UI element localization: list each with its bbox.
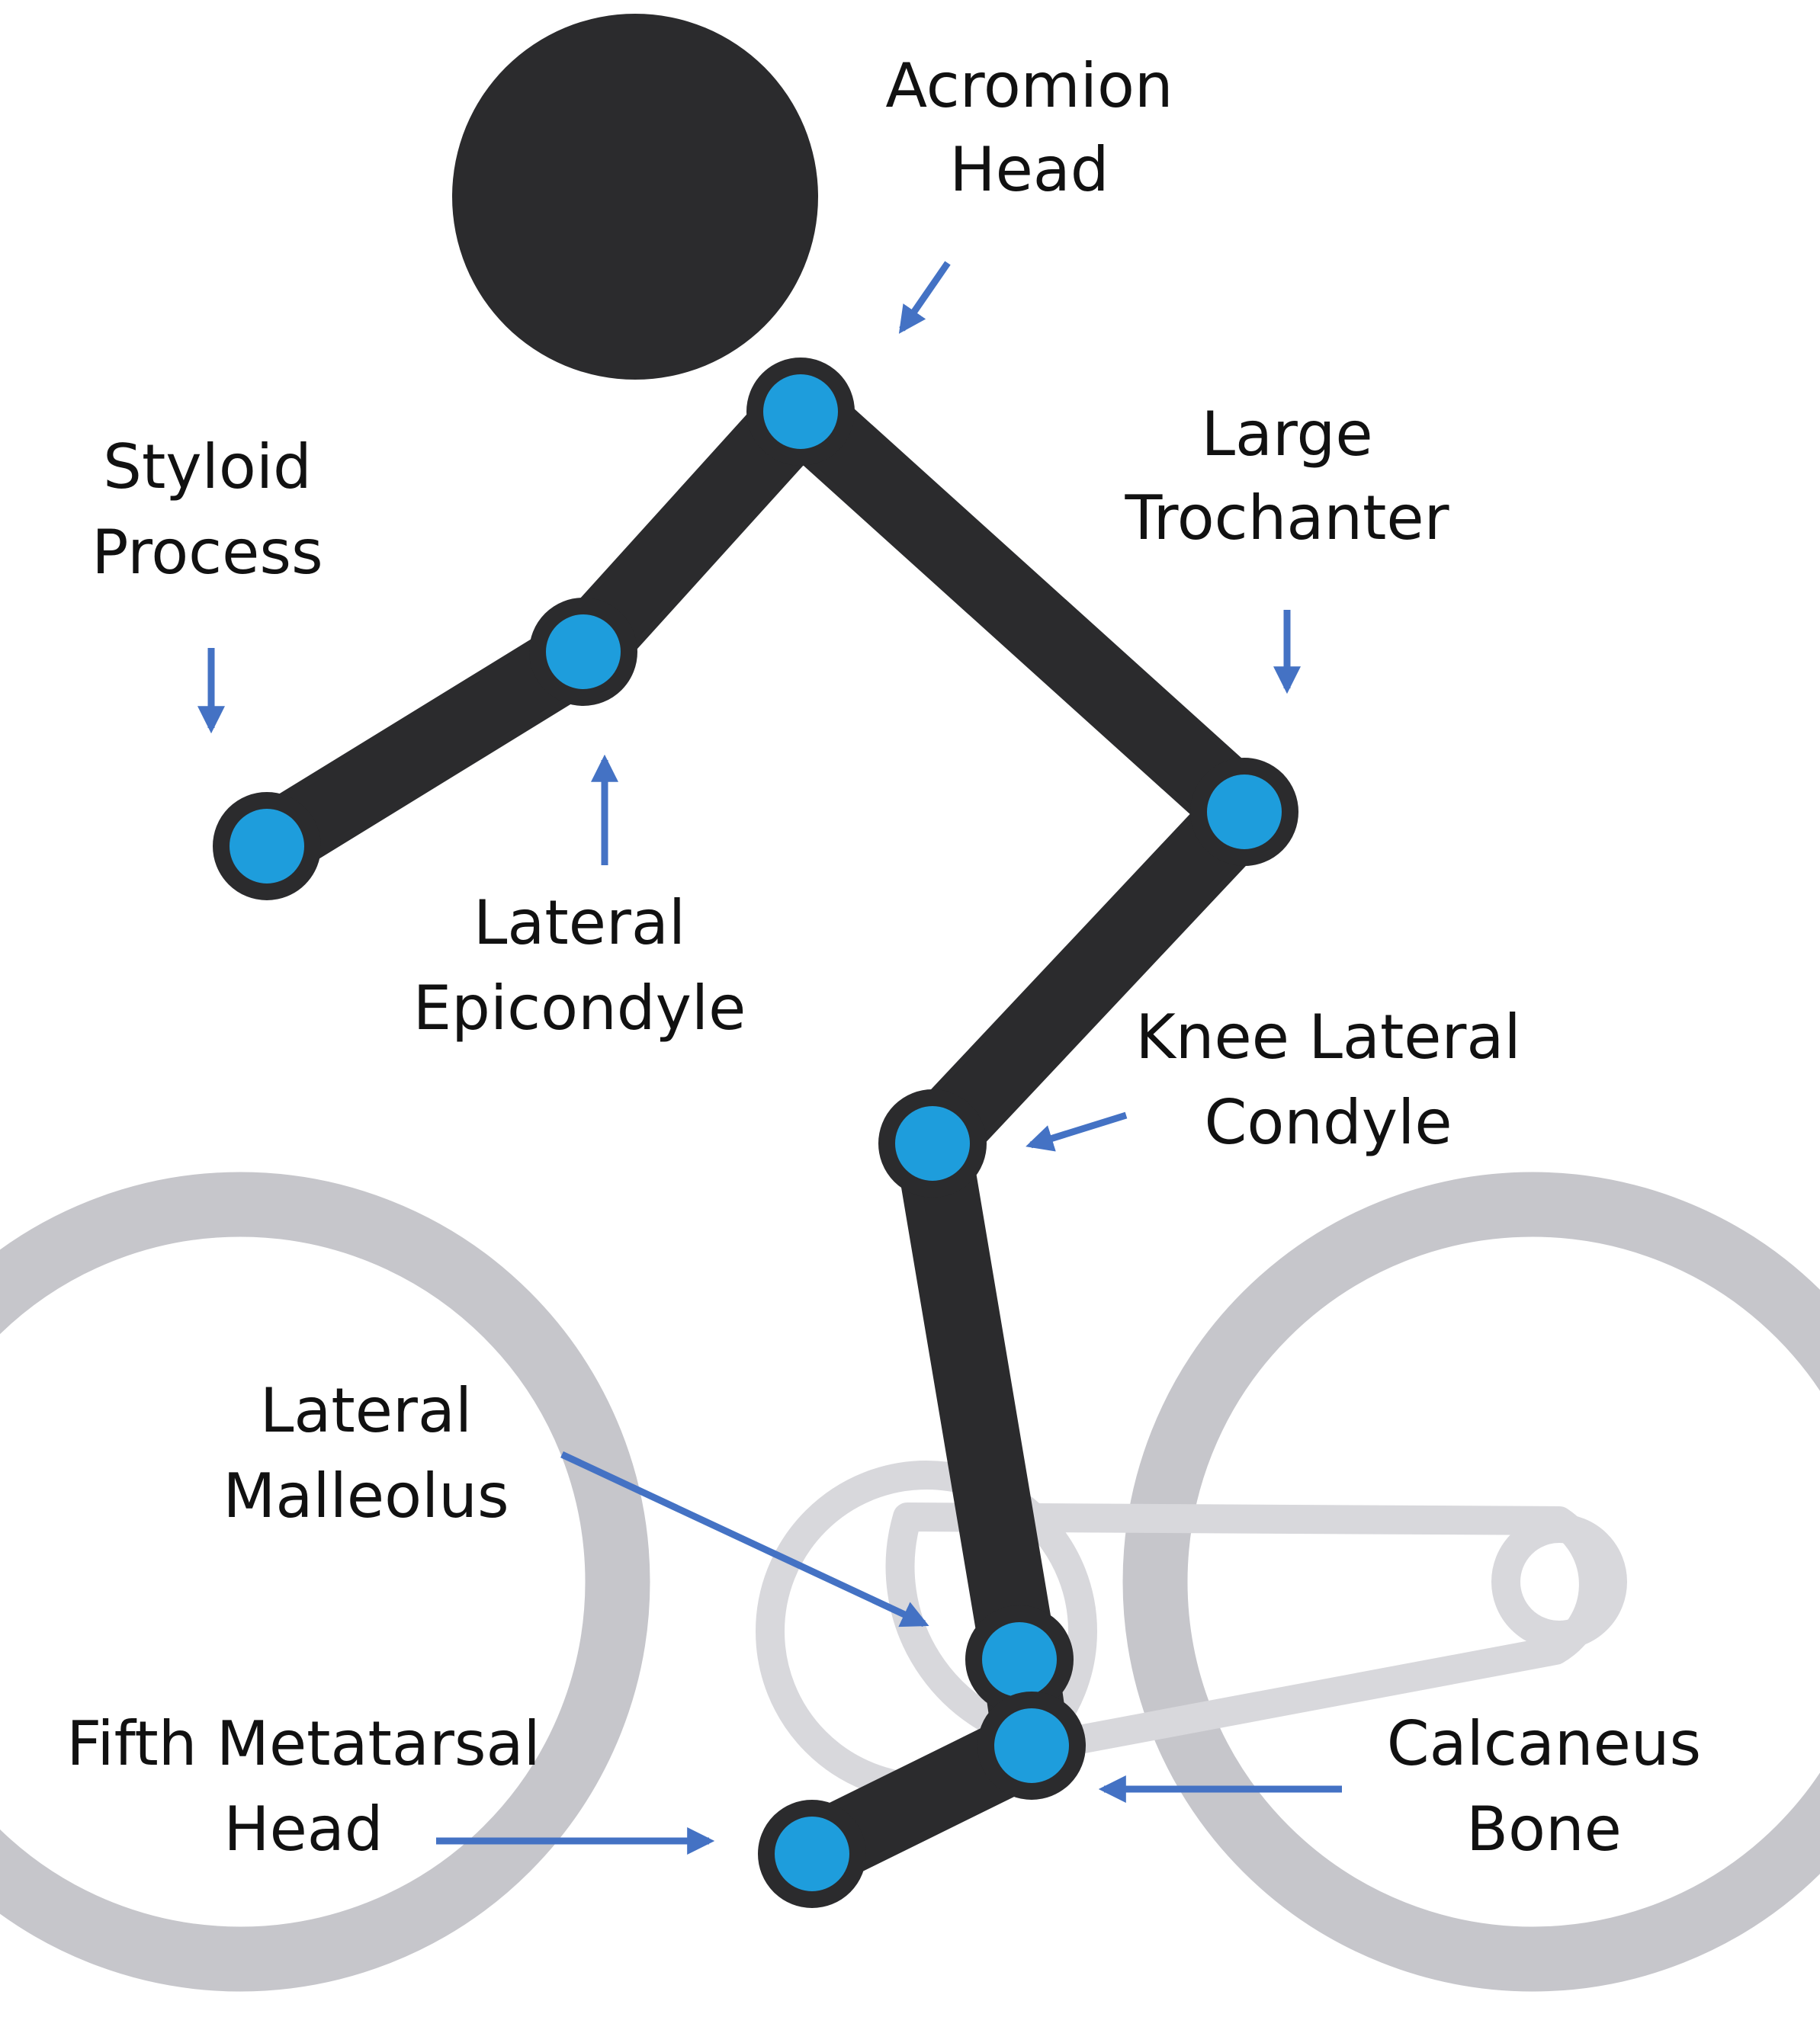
label-line: Knee Lateral [1135, 1002, 1520, 1073]
arm-segment [229, 374, 839, 884]
front-wheel [1122, 1172, 1820, 1992]
label-lateral-malleolus: Lateral Malleolus [223, 1375, 509, 1531]
arrow-lateral-malleolus [560, 1451, 929, 1628]
label-line: Malleolus [223, 1461, 509, 1531]
marker-styloid-process [213, 792, 321, 900]
arrow-acromion-head [898, 261, 951, 334]
label-calcaneus-bone: Calcaneus Bone [1387, 1708, 1701, 1865]
label-line: Process [91, 517, 323, 588]
rider-figure [213, 14, 1298, 1908]
rear-wheel [0, 1172, 650, 1992]
label-line: Acromion [885, 50, 1173, 121]
landmark-labels: Acromion Head Styloid Process Large Troc… [66, 50, 1701, 1865]
label-line: Styloid [103, 431, 312, 502]
landmark-markers [213, 358, 1298, 1908]
label-line: Lateral [473, 887, 685, 958]
torso-leg-segment [762, 374, 1282, 1698]
marker-lateral-epicondyle [529, 598, 637, 706]
label-styloid-process: Styloid Process [91, 431, 323, 588]
marker-large-trochanter [1190, 758, 1298, 866]
rider-head [452, 14, 818, 380]
label-acromion-head: Acromion Head [885, 50, 1173, 205]
label-line: Condyle [1204, 1087, 1452, 1158]
rear-sprocket [1491, 1514, 1627, 1650]
pointer-arrows [197, 261, 1342, 1855]
marker-calcaneus-bone [977, 1692, 1086, 1800]
label-line: Epicondyle [413, 973, 746, 1044]
label-line: Bone [1466, 1794, 1622, 1865]
label-line: Head [223, 1794, 383, 1865]
label-lateral-epicondyle: Lateral Epicondyle [413, 887, 746, 1044]
label-line: Head [949, 134, 1109, 205]
arrow-knee-lateral-condyle [1026, 1111, 1128, 1152]
label-line: Fifth Metatarsal [66, 1708, 541, 1779]
marker-knee-lateral-condyle [878, 1089, 987, 1198]
label-line: Large [1201, 399, 1372, 470]
label-line: Lateral [260, 1375, 472, 1446]
label-line: Calcaneus [1387, 1708, 1701, 1779]
label-large-trochanter: Large Trochanter [1124, 399, 1449, 553]
marker-fifth-metatarsal-head [758, 1800, 866, 1908]
label-knee-lateral-condyle: Knee Lateral Condyle [1135, 1002, 1520, 1158]
marker-acromion-head [746, 358, 855, 466]
label-fifth-metatarsal-head: Fifth Metatarsal Head [66, 1708, 541, 1865]
label-line: Trochanter [1124, 483, 1449, 553]
marker-lateral-malleolus [965, 1605, 1074, 1714]
rider-limbs [229, 374, 1282, 1892]
